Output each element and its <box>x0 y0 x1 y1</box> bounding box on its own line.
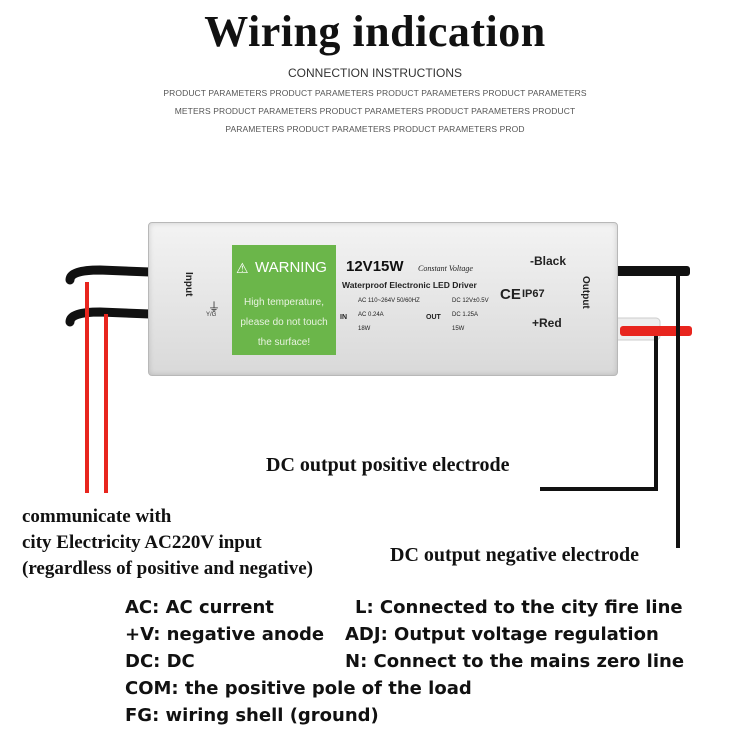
warning-label: ⚠ WARNING High temperature, please do no… <box>232 245 336 355</box>
warning-title: WARNING <box>255 259 327 276</box>
black-wire-label: -Black <box>530 254 567 268</box>
legend-l: L: Connected to the city fire line <box>355 597 683 618</box>
in-spec-1: AC 110~264V 50/60HZ <box>358 298 420 304</box>
legend-dc: DC: DC <box>125 651 195 672</box>
output-cable-black <box>614 266 690 276</box>
device-name: Waterproof Electronic LED Driver <box>342 280 477 290</box>
input-label: Input <box>183 272 194 297</box>
out-spec-2: DC 1.25A <box>452 312 479 318</box>
legend-n: N: Connect to the mains zero line <box>345 651 685 672</box>
out-spec-3: 15W <box>452 326 465 332</box>
model-label: 12V15W <box>346 258 404 275</box>
in-spec-2: AC 0.24A <box>358 312 384 318</box>
negative-electrode-label: DC output negative electrode <box>390 544 640 566</box>
ground-icon: ⏚ <box>208 300 221 314</box>
in-spec-3: 18W <box>358 326 371 332</box>
input-cable-bottom <box>65 307 155 327</box>
legend-ac: AC: AC current <box>125 597 274 618</box>
input-cable-top <box>65 265 155 285</box>
legend-v: +V: negative anode <box>125 624 325 645</box>
legend-adj: ADJ: Output voltage regulation <box>345 624 659 645</box>
warning-icon: ⚠ <box>236 260 249 276</box>
led-driver-body <box>148 222 618 376</box>
page-title: Wiring indication <box>204 7 546 56</box>
out-label: OUT <box>426 314 441 321</box>
param-line-2: METERS PRODUCT PARAMETERS PRODUCT PARAME… <box>174 106 576 116</box>
ce-mark: CE <box>500 286 521 303</box>
yg-label: Y/G <box>206 312 217 318</box>
input-description: communicate with city Electricity AC220V… <box>22 504 313 582</box>
output-cable-red <box>620 326 692 336</box>
param-line-1: PRODUCT PARAMETERS PRODUCT PARAMETERS PR… <box>163 88 587 98</box>
warning-text: High temperature, please do not touch th… <box>240 297 328 348</box>
ip-rating: IP67 <box>522 288 545 300</box>
input-description-line-2: city Electricity AC220V input <box>22 532 262 553</box>
out-spec-1: DC 12V±0.5V <box>452 298 489 304</box>
model-subtitle: Constant Voltage <box>418 264 473 273</box>
input-description-line-3: (regardless of positive and negative) <box>22 558 313 579</box>
legend-com: COM: the positive pole of the load <box>125 678 472 699</box>
positive-leader <box>540 336 658 491</box>
output-label: Output <box>580 276 591 309</box>
input-description-line-1: communicate with <box>22 506 172 527</box>
page-subtitle: CONNECTION INSTRUCTIONS <box>288 66 462 80</box>
param-line-3: PARAMETERS PRODUCT PARAMETERS PRODUCT PA… <box>225 124 525 134</box>
positive-electrode-label: DC output positive electrode <box>266 454 510 476</box>
legend-fg: FG: wiring shell (ground) <box>125 705 379 726</box>
red-wire-label: +Red <box>532 316 562 330</box>
in-label: IN <box>340 314 347 321</box>
